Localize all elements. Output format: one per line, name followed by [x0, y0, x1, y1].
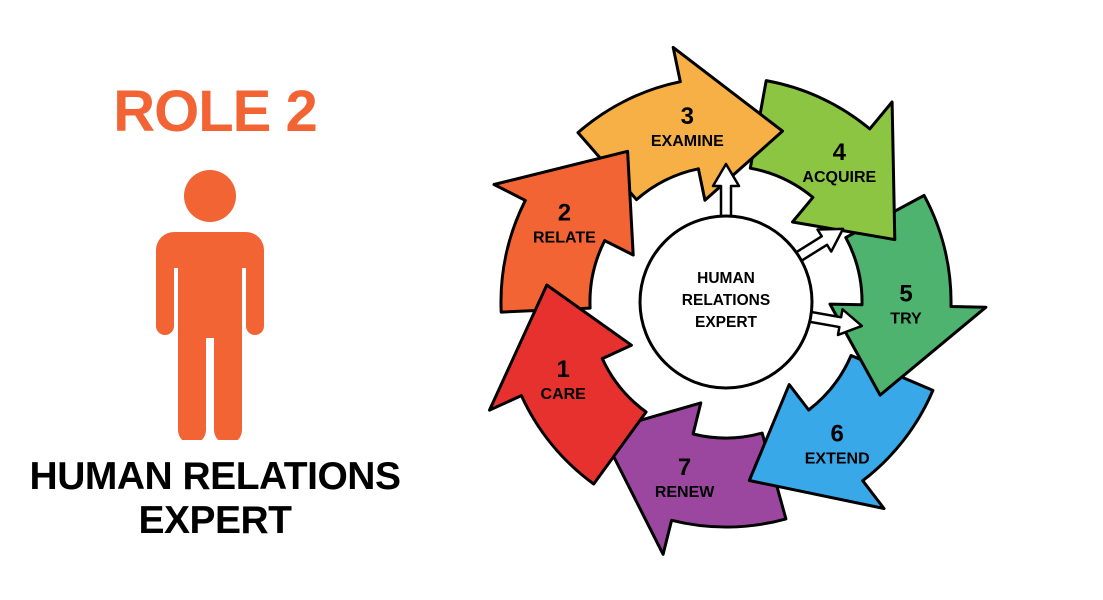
segment-number-relate: 2 — [558, 200, 571, 227]
person-icon — [156, 170, 264, 440]
segment-label-acquire: ACQUIRE — [802, 169, 876, 186]
segment-arrow-try — [828, 193, 988, 397]
segment-label-care: CARE — [541, 386, 587, 403]
role-title: ROLE 2 — [113, 79, 318, 144]
center-label-line1: HUMAN — [697, 270, 755, 287]
segment-label-renew: RENEW — [655, 484, 715, 501]
segment-number-care: 1 — [557, 356, 570, 383]
segment-arrow-care — [488, 283, 648, 486]
segments-layer — [488, 45, 988, 556]
segment-arrow-extend — [747, 354, 935, 510]
segment-number-extend: 6 — [831, 421, 844, 448]
segment-arrow-relate — [492, 149, 635, 314]
center-label-line3: EXPERT — [695, 314, 758, 331]
segment-number-examine: 3 — [681, 103, 694, 130]
arrow-to-examine — [804, 308, 864, 337]
role-caption-line1: HUMAN RELATIONS — [29, 455, 401, 498]
role-caption-line2: EXPERT — [138, 499, 292, 542]
arrow-to-care — [711, 162, 741, 222]
center-layer: HUMAN RELATIONS EXPERT — [638, 214, 814, 390]
segment-number-acquire: 4 — [833, 139, 847, 166]
segment-arrow-renew — [599, 401, 788, 556]
segment-number-renew: 7 — [678, 454, 691, 481]
center-label-line2: RELATIONS — [682, 292, 770, 309]
segment-label-examine: EXAMINE — [651, 133, 724, 150]
role-caption: HUMAN RELATIONS EXPERT — [0, 455, 430, 543]
arrow-to-relate — [791, 227, 845, 265]
center-circle — [638, 214, 814, 390]
segment-label-try: TRY — [890, 310, 922, 327]
segment-label-relate: RELATE — [533, 230, 596, 247]
role-panel: ROLE 2 HUMAN RELATIONS EXPERT — [0, 0, 430, 600]
segment-arrow-acquire — [748, 79, 897, 242]
segment-label-extend: EXTEND — [805, 451, 870, 468]
segment-number-try: 5 — [899, 280, 912, 307]
